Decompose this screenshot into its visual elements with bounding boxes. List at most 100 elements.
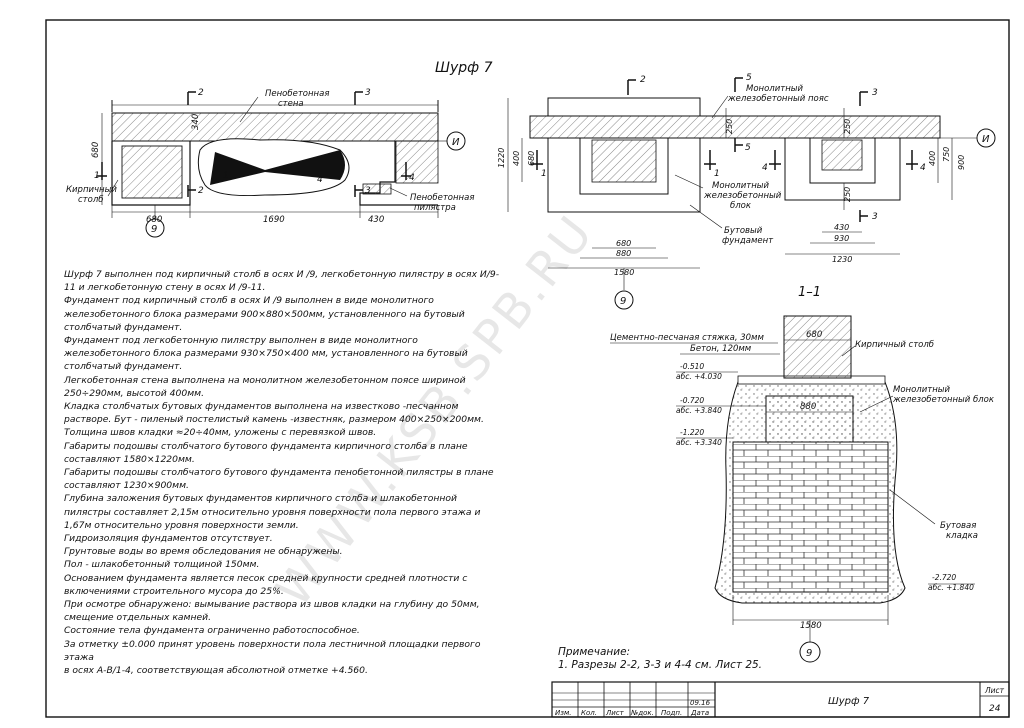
tb-header-list: Лист	[605, 709, 625, 717]
cut-4-section-a: 4	[762, 163, 768, 173]
cut-5-section-top: 5	[746, 73, 752, 83]
penobeton-wall-line2: стена	[278, 99, 304, 109]
elev-4-rel: -2.720	[932, 573, 956, 582]
rubble-masonry-line1: Бутовая	[940, 521, 976, 531]
title-block-text: 09.16 Изм. Кол. Лист №док. Подп. Дата Шу…	[555, 686, 1005, 717]
penobeton-pilaster-line2: пилястра	[414, 203, 456, 213]
cut-1-section-a: 1	[541, 169, 547, 179]
section-1-1-labels: 1–1 Цементно-песчаная стяжка, 30мм Бетон…	[610, 285, 995, 659]
note-item: Кладка столбчатых бутовых фундаментов вы…	[64, 401, 484, 439]
elev-2-rel: -0.720	[680, 396, 704, 405]
elev-3-abs: абс. +3.340	[676, 438, 722, 447]
note-item: При осмотре обнаружено: вымывание раство…	[64, 599, 480, 624]
note-item: в осях А-В/1-4, соответствующая абсолютн…	[64, 665, 368, 677]
monolith-block-s-line1: Монолитный	[893, 385, 950, 395]
dim-880-section: 880	[616, 249, 631, 258]
footnote-heading: Примечание:	[558, 646, 631, 658]
section-elevation	[507, 77, 996, 310]
cut-mark-1b: 1	[223, 171, 229, 181]
monolith-belt-line1: Монолитный	[746, 84, 803, 94]
dim-400-left: 400	[512, 151, 521, 166]
cut-mark-2b: 2	[198, 186, 204, 196]
footnote-text: 1. Разрезы 2-2, 3-3 и 4-4 см. Лист 25.	[558, 659, 763, 671]
dim-680-v: 680	[91, 142, 101, 158]
axis-9-plan: 9	[151, 224, 157, 235]
cut-2-section: 2	[640, 75, 646, 85]
section-1-1-title: 1–1	[798, 285, 821, 300]
dim-680-plan: 680	[146, 215, 162, 225]
brick-column-line2: столб	[78, 195, 104, 205]
monolith-belt-line2: железобетонный пояс	[727, 94, 829, 104]
cut-mark-4b: 4	[409, 173, 415, 183]
dim-1580-section: 1580	[614, 268, 634, 277]
note-item: Пол - шлакобетонный толщиной 150мм.	[64, 559, 260, 571]
section-1-1	[610, 315, 975, 663]
axis-9-section: 9	[620, 296, 626, 307]
tb-header-ndok: №док.	[630, 709, 654, 717]
dim-750: 750	[942, 147, 951, 162]
label-concrete: Бетон, 120мм	[690, 344, 752, 354]
monolith-block-line2: железобетонный	[703, 191, 782, 201]
elev-2-abs: абс. +3.840	[676, 406, 722, 415]
axis-i-section: И	[982, 134, 990, 145]
elev-1-abs: абс. +4.030	[676, 372, 722, 381]
elev-1-rel: -0.510	[680, 362, 704, 371]
cut-mark-1a: 1	[94, 171, 100, 181]
note-item: Габариты подошвы столбчатого бутового фу…	[64, 440, 468, 465]
rubble-foundation-line2: фундамент	[722, 236, 774, 246]
dim-340: 340	[191, 114, 201, 130]
dim-680-section: 680	[527, 151, 536, 166]
dim-900: 900	[957, 155, 966, 170]
dim-430-section: 430	[834, 223, 849, 232]
note-item: Основанием фундамента является песок сре…	[64, 572, 468, 597]
dim-680-s2: 680	[616, 239, 631, 248]
note-item: Габариты подошвы столбчатого бутового фу…	[64, 467, 494, 492]
label-brick-column-s: Кирпичный столб	[855, 340, 934, 350]
dim-400-right: 400	[928, 151, 937, 166]
dim-250-c: 250	[843, 187, 852, 202]
note-item: Фундамент под кирпичный столб в осях И /…	[64, 295, 465, 333]
elev-3-rel: -1.220	[680, 428, 704, 437]
tb-header-kol: Кол.	[581, 709, 597, 717]
elev-4-abs: абс. +1.840	[928, 583, 974, 592]
penobeton-wall-line1: Пенобетонная	[265, 89, 329, 99]
tb-sheet-label: Лист	[984, 686, 1005, 695]
dim-930: 930	[834, 234, 849, 243]
cut-3-section-top: 3	[872, 88, 878, 98]
cut-1-section-b: 1	[714, 169, 720, 179]
tb-header-podp: Подп.	[661, 709, 682, 717]
monolith-block-line1: Монолитный	[712, 181, 769, 191]
cut-mark-3a: 3	[365, 88, 371, 98]
dim-680-s11: 680	[806, 330, 822, 340]
brick-column-line1: Кирпичный	[66, 185, 117, 195]
tb-title: Шурф 7	[828, 696, 870, 707]
note-item: Шурф 7 выполнен под кирпичный столб в ос…	[64, 269, 500, 294]
axis-9-s11: 9	[806, 648, 812, 659]
dim-250-a: 250	[725, 119, 734, 134]
cut-mark-3b: 3	[365, 186, 371, 196]
cut-5-section-mid: 5	[745, 143, 751, 153]
tb-header-izm: Изм.	[555, 709, 571, 717]
note-item: Гидроизоляция фундаментов отсутствует.	[64, 533, 273, 545]
monolith-block-s-line2: железобетонный блок	[892, 395, 995, 405]
dim-250-b: 250	[843, 119, 852, 134]
note-item: За отметку ±0.000 принят уровень поверхн…	[64, 638, 481, 663]
description-notes: Шурф 7 выполнен под кирпичный столб в ос…	[64, 268, 504, 677]
sheet-frame	[45, 19, 1010, 718]
penobeton-pilaster-line1: Пенобетонная	[410, 193, 474, 203]
note-item: Легкобетонная стена выполнена на монолит…	[64, 374, 466, 399]
cut-3-section-bottom: 3	[872, 212, 878, 222]
dim-1690: 1690	[263, 215, 285, 225]
dim-430-plan: 430	[368, 215, 384, 225]
title-block	[551, 681, 1010, 718]
dim-1580-s11: 1580	[800, 621, 822, 631]
